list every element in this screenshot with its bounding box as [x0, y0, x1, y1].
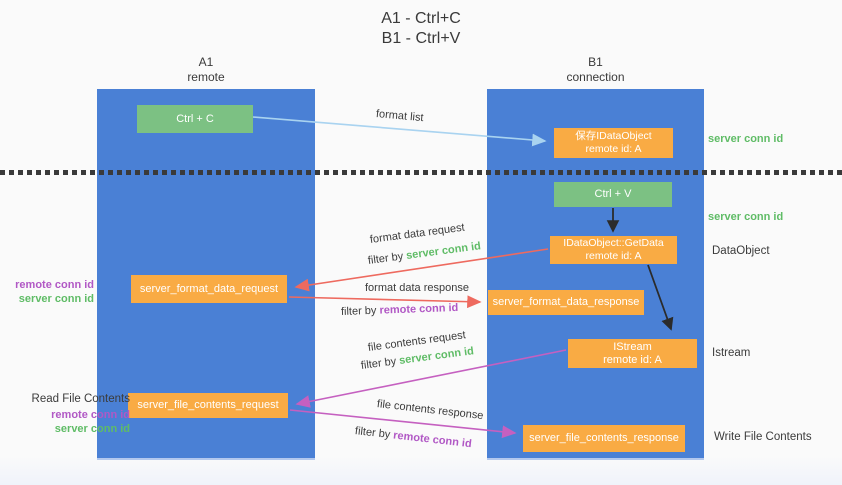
- side-label-server-conn-id-top: server conn id: [708, 133, 784, 145]
- side-label-server-conn-id-left-top: server conn id: [18, 293, 94, 305]
- remote-conn-id-text: remote conn id: [379, 301, 459, 317]
- edge-label-file-contents-response: file contents response: [376, 398, 485, 423]
- side-label-read-file-contents: Read File Contents: [31, 393, 130, 405]
- edge-label-format-data-request: format data request: [369, 221, 466, 246]
- node-getdata-line1: IDataObject::GetData: [563, 237, 664, 249]
- node-ctrl-v-label: Ctrl + V: [594, 188, 632, 200]
- node-format-request-label: server_format_data_request: [139, 282, 279, 295]
- side-label-server-conn-id-mid: server conn id: [708, 211, 784, 223]
- side-label-dataobject: DataObject: [712, 245, 770, 257]
- node-ctrl-c: Ctrl + C: [137, 105, 253, 133]
- node-istream-line1: IStream: [613, 340, 652, 353]
- server-conn-id-text: server conn id: [405, 240, 482, 262]
- node-format-response-label: server_format_data_response: [492, 296, 640, 308]
- left-file-label-group: Read File Contents remote conn id server…: [0, 391, 130, 436]
- node-save-idataobject: 保存IDataObject remote id: A: [554, 128, 673, 158]
- filter-by-text: filter by: [354, 425, 394, 442]
- node-istream: IStream remote id: A: [568, 339, 697, 368]
- side-label-istream: Istream: [712, 347, 751, 359]
- node-save-idataobject-line1: 保存IDataObject: [575, 130, 652, 142]
- title-line-2: B1 - Ctrl+V: [381, 30, 461, 47]
- edge-label-filter-remote-1: filter by remote conn id: [341, 302, 459, 318]
- node-istream-line2: remote id: A: [603, 353, 662, 366]
- node-file-request-label: server_file_contents_request: [137, 399, 279, 411]
- edge-label-filter-remote-2: filter by remote conn id: [354, 425, 472, 450]
- node-server-file-contents-request: server_file_contents_request: [128, 393, 288, 418]
- side-label-remote-conn-id-left-bottom: remote conn id: [51, 409, 130, 421]
- side-label-write-file-contents: Write File Contents: [714, 431, 812, 443]
- filter-by-text: filter by: [360, 355, 400, 372]
- lane-a1-sub: remote: [187, 70, 225, 84]
- node-save-idataobject-line2: remote id: A: [585, 143, 642, 155]
- left-conn-id-group-top: remote conn id server conn id: [6, 278, 94, 306]
- lane-header-b1: B1 connection: [487, 55, 704, 85]
- lane-a1-name: A1: [198, 55, 214, 69]
- node-idataobject-getdata: IDataObject::GetData remote id: A: [550, 236, 677, 264]
- node-ctrl-c-label: Ctrl + C: [176, 112, 214, 125]
- node-server-format-data-response: server_format_data_response: [488, 290, 644, 315]
- node-server-format-data-request: server_format_data_request: [131, 275, 287, 303]
- side-label-server-conn-id-left-bottom: server conn id: [54, 423, 130, 435]
- node-server-file-contents-response: server_file_contents_response: [523, 425, 685, 452]
- side-label-remote-conn-id-left-top: remote conn id: [15, 279, 94, 291]
- lane-b1-sub: connection: [566, 70, 625, 84]
- remote-conn-id-text: remote conn id: [392, 429, 473, 451]
- filter-by-text: filter by: [367, 250, 407, 267]
- node-ctrl-v: Ctrl + V: [554, 182, 672, 207]
- phase-separator-dotted-line: [0, 170, 842, 175]
- edge-label-format-data-response: format data response: [365, 282, 469, 294]
- title-line-1: A1 - Ctrl+C: [381, 10, 461, 27]
- lane-b1-name: B1: [588, 55, 603, 69]
- edge-label-format-list: format list: [375, 108, 425, 125]
- filter-by-text: filter by: [340, 304, 380, 318]
- node-getdata-line2: remote id: A: [585, 250, 642, 262]
- edge-label-filter-server-1: filter by server conn id: [367, 240, 481, 267]
- diagram-title: A1 - Ctrl+C B1 - Ctrl+V: [0, 9, 842, 49]
- node-file-response-label: server_file_contents_response: [529, 432, 679, 444]
- lane-header-a1: A1 remote: [97, 55, 315, 85]
